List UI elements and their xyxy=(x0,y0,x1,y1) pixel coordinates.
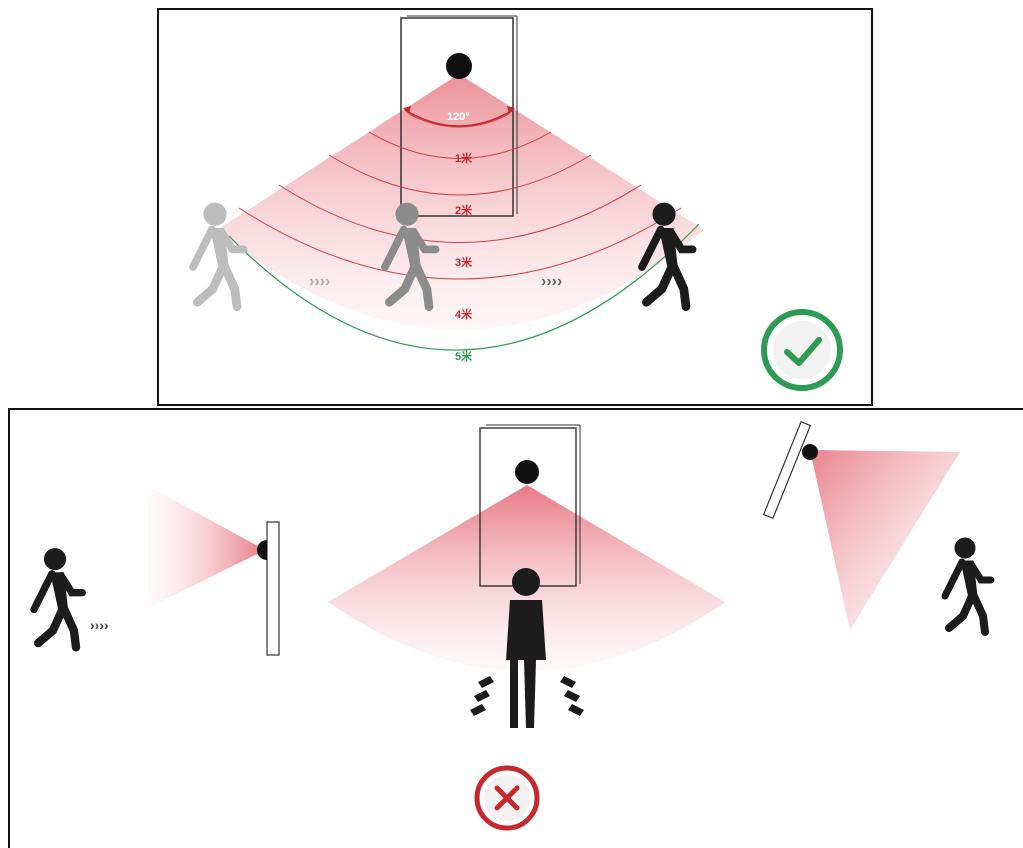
standing-person-icon xyxy=(506,568,546,728)
chevron-arrows-icon: ›››› xyxy=(90,617,109,633)
detection-zone xyxy=(148,486,265,608)
angle-indicator xyxy=(403,106,515,127)
detection-zone xyxy=(217,74,704,330)
face-recognition-device-icon xyxy=(479,424,581,587)
face-recognition-device-icon xyxy=(762,420,818,520)
face-recognition-device-icon xyxy=(257,521,280,656)
walking-person-icon xyxy=(945,538,991,632)
correct-installation-panel: 120° 1米 2米 3米 4米 5米 ›››› ›››› xyxy=(157,8,873,406)
distance-label-3: 3米 xyxy=(455,255,473,269)
distance-label-4: 4米 xyxy=(455,307,473,321)
chevron-arrows-icon: ›››› xyxy=(309,273,330,290)
chevron-arrows-icon: ›››› xyxy=(541,273,562,290)
incorrect-installation-panel: ›››› xyxy=(8,408,1023,848)
incorrect-scenario-diagram: ›››› xyxy=(10,420,1023,831)
distance-arcs xyxy=(238,113,682,280)
chevron-arrows-icon xyxy=(470,676,584,716)
check-icon xyxy=(761,309,843,391)
face-recognition-device-icon xyxy=(400,15,518,217)
distance-label-5: 5米 xyxy=(455,349,473,363)
outer-range-arc xyxy=(228,223,700,351)
distance-label-2: 2米 xyxy=(455,203,473,217)
walking-person-icon xyxy=(34,549,82,648)
cross-icon xyxy=(474,765,540,831)
angle-label: 120° xyxy=(447,111,470,123)
correct-scenario-diagram: 120° 1米 2米 3米 4米 5米 ›››› ›››› xyxy=(159,15,843,391)
distance-label-1: 1米 xyxy=(455,151,473,165)
detection-zone xyxy=(810,450,960,630)
